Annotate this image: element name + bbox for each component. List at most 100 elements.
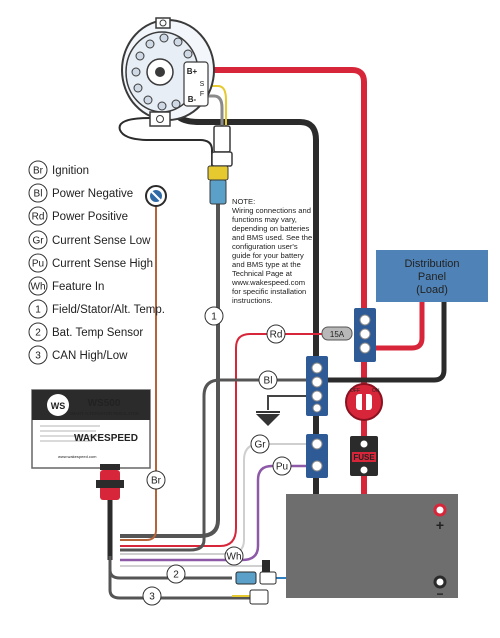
panel-negative-cable bbox=[326, 302, 447, 383]
wire-tag-wh: Wh bbox=[224, 546, 244, 566]
wh-connector bbox=[262, 560, 270, 572]
wire-tag-text: 3 bbox=[149, 592, 155, 603]
legend-label: CAN High/Low bbox=[52, 350, 128, 362]
legend-label: Bat. Temp Sensor bbox=[52, 327, 143, 339]
legend-code: Wh bbox=[31, 282, 46, 293]
note-line: for specific installation bbox=[232, 287, 306, 296]
battery-switch: OFF ON bbox=[345, 383, 383, 421]
wire-tag-rd: Rd bbox=[266, 324, 286, 344]
legend-label: Current Sense High bbox=[52, 258, 153, 270]
wire-tag-text: 2 bbox=[173, 570, 179, 581]
harness-connector bbox=[207, 125, 233, 205]
wire-tag-text: 1 bbox=[211, 312, 217, 323]
legend-label: Current Sense Low bbox=[52, 235, 151, 247]
switch-off-label: OFF bbox=[350, 388, 360, 394]
switch-on-label: ON bbox=[372, 388, 380, 394]
legend-code: Rd bbox=[32, 212, 45, 223]
regulator-logo: WS bbox=[51, 401, 66, 411]
negative-busbar bbox=[306, 356, 328, 416]
regulator-url: www.wakespeed.com bbox=[58, 454, 97, 459]
note-line: Wiring connections and bbox=[232, 206, 311, 215]
wire-tag-bl: Bl bbox=[258, 370, 278, 390]
legend-label: Field/Stator/Alt. Temp. bbox=[52, 304, 165, 316]
legend-item: Wh Feature In bbox=[28, 276, 104, 296]
note-line: functions may vary, bbox=[232, 215, 297, 224]
note-line: NOTE: bbox=[232, 197, 255, 206]
alternator-harness-cable bbox=[120, 180, 220, 538]
legend-item: 2 Bat. Temp Sensor bbox=[28, 322, 143, 342]
note-line: Technical Page at bbox=[232, 269, 293, 278]
note-line: www.wakespeed.com bbox=[231, 278, 305, 287]
wire-tag-text: Rd bbox=[270, 330, 283, 341]
note-line: guide for your battery bbox=[232, 251, 304, 260]
battery-positive-label: + bbox=[436, 517, 444, 533]
note-line: instructions. bbox=[232, 296, 273, 305]
regulator-brand: WAKESPEED bbox=[74, 433, 138, 444]
ground-icon bbox=[256, 411, 280, 426]
legend-label: Ignition bbox=[52, 165, 89, 177]
legend-label: Power Negative bbox=[52, 188, 133, 200]
legend-item: Br Ignition bbox=[28, 160, 89, 180]
panel-label-line: Distribution bbox=[404, 258, 459, 270]
stator-wire bbox=[118, 117, 213, 175]
legend-item: Bl Power Negative bbox=[28, 183, 133, 203]
legend-code: Gr bbox=[32, 236, 44, 247]
alternator-harness-wire bbox=[192, 94, 224, 130]
wire-tag-2: 2 bbox=[166, 564, 186, 584]
battery: + − bbox=[286, 494, 458, 601]
positive-busbar bbox=[354, 308, 376, 362]
wire-tag-1: 1 bbox=[204, 306, 224, 326]
legend-code: 3 bbox=[35, 351, 41, 362]
legend: Br Ignition Bl Power Negative Rd Power P… bbox=[28, 160, 165, 365]
distribution-panel: Distribution Panel (Load) bbox=[376, 250, 488, 302]
installation-note: NOTE: Wiring connections and functions m… bbox=[231, 197, 312, 305]
panel-positive-cable bbox=[372, 302, 425, 351]
wire-tag-pu: Pu bbox=[272, 456, 292, 476]
battery-negative-label: − bbox=[436, 587, 443, 601]
note-line: and BMS type at the bbox=[232, 260, 301, 269]
legend-item: 3 CAN High/Low bbox=[28, 345, 128, 365]
legend-label: Power Positive bbox=[52, 211, 128, 223]
panel-label-line: (Load) bbox=[416, 284, 448, 296]
legend-code: Bl bbox=[34, 189, 43, 200]
wire-tag-text: Wh bbox=[227, 552, 242, 563]
legend-code: 1 bbox=[35, 305, 41, 316]
wire-tag-text: Br bbox=[151, 476, 162, 487]
wire-tag-3: 3 bbox=[142, 586, 162, 606]
legend-label: Feature In bbox=[52, 281, 104, 293]
regulator-model: WS500 bbox=[88, 398, 121, 409]
wire-tag-text: Gr bbox=[254, 440, 266, 451]
terminal-b-minus-label: B- bbox=[188, 95, 197, 104]
legend-item: Pu Current Sense High bbox=[28, 253, 153, 273]
legend-item: Rd Power Positive bbox=[28, 206, 128, 226]
ignition-wire bbox=[120, 206, 157, 541]
terminal-f-label: F bbox=[200, 91, 204, 98]
legend-code: 2 bbox=[35, 328, 41, 339]
wire-tag-text: Pu bbox=[276, 462, 288, 473]
ignition-switch bbox=[145, 185, 167, 207]
note-line: and BMS used. See the bbox=[232, 233, 312, 242]
wire-tag-gr: Gr bbox=[250, 434, 270, 454]
terminal-s-label: S bbox=[200, 81, 205, 88]
note-line: configuration user's bbox=[232, 242, 298, 251]
bat-temp-sensor bbox=[235, 571, 277, 585]
legend-item: 1 Field/Stator/Alt. Temp. bbox=[28, 299, 165, 319]
legend-item: Gr Current Sense Low bbox=[28, 230, 151, 250]
alternator-positive-cable bbox=[202, 67, 367, 313]
ground-lead bbox=[267, 395, 306, 410]
bl-negative-wire bbox=[120, 378, 306, 552]
panel-label-line: Panel bbox=[418, 271, 446, 283]
can-cable bbox=[108, 560, 250, 600]
current-shunt bbox=[306, 434, 328, 478]
regulator-connector bbox=[96, 470, 124, 500]
alternator-yellow-wire bbox=[196, 85, 227, 130]
rd-sense-wire bbox=[120, 333, 352, 547]
legend-code: Pu bbox=[32, 259, 44, 270]
terminal-b-plus-label: B+ bbox=[187, 67, 198, 76]
fuse-rating-label: 15A bbox=[330, 330, 345, 339]
inline-fuse-15a: 15A bbox=[321, 326, 353, 341]
fuse-block: FUSE bbox=[350, 436, 378, 476]
wire-tag-text: Bl bbox=[264, 376, 273, 387]
can-connector bbox=[249, 589, 269, 605]
